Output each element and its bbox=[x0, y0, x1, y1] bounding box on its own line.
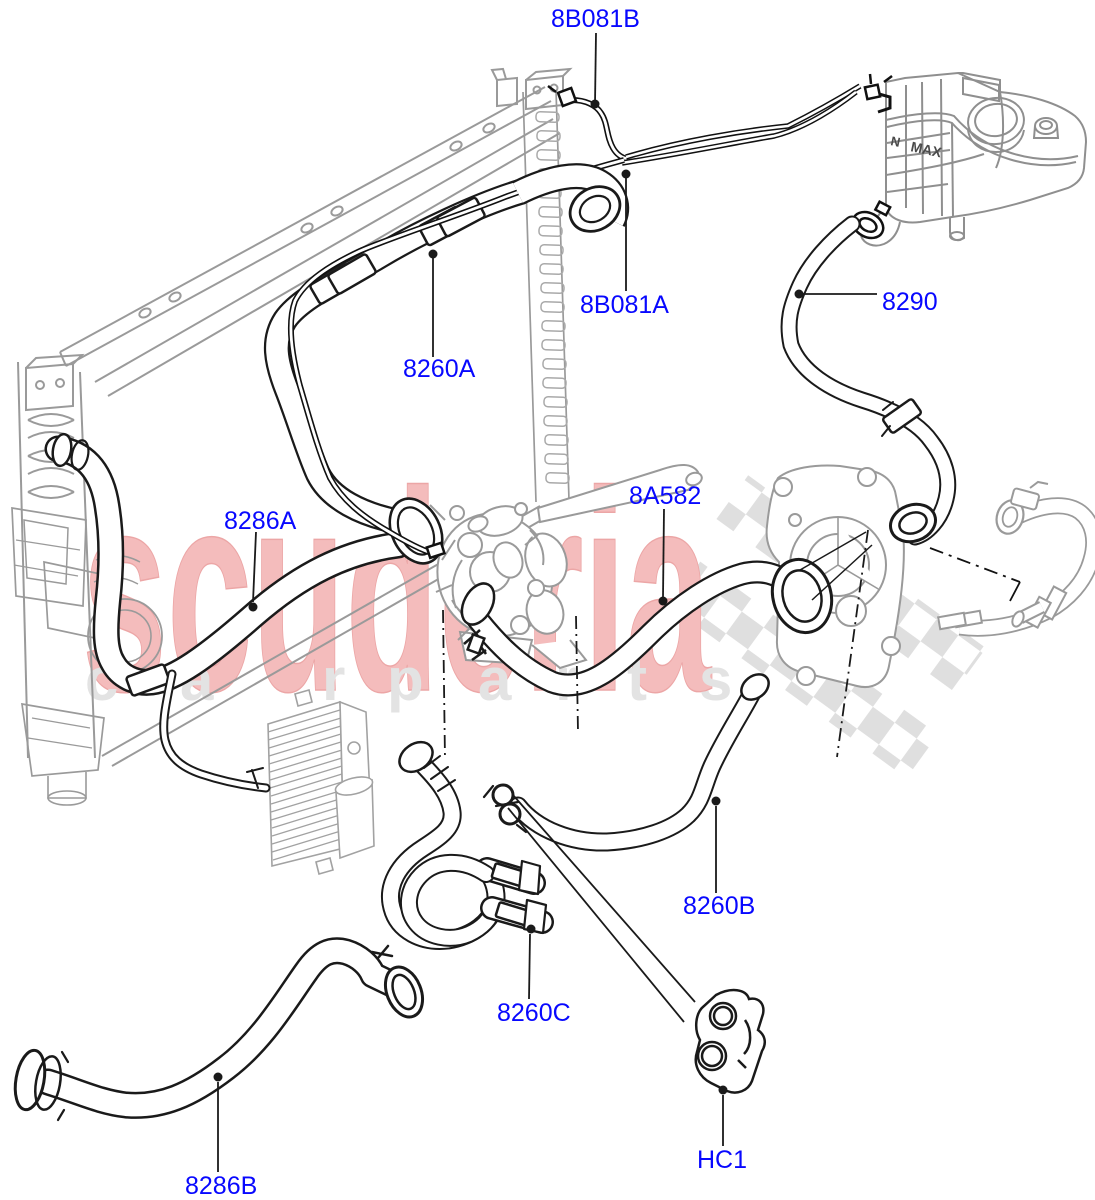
svg-text:8260B: 8260B bbox=[683, 892, 755, 920]
svg-text:8286A: 8286A bbox=[224, 507, 297, 535]
svg-text:N: N bbox=[889, 133, 901, 150]
svg-text:8290: 8290 bbox=[882, 288, 938, 316]
svg-text:8260A: 8260A bbox=[403, 355, 476, 383]
svg-text:HC1: HC1 bbox=[697, 1146, 747, 1174]
svg-text:r: r bbox=[322, 646, 345, 713]
svg-text:8286B: 8286B bbox=[185, 1172, 257, 1200]
svg-text:8A582: 8A582 bbox=[629, 482, 701, 510]
svg-text:8260C: 8260C bbox=[497, 999, 571, 1027]
svg-text:8B081B: 8B081B bbox=[551, 5, 640, 33]
svg-text:MAX: MAX bbox=[909, 138, 943, 160]
svg-text:8B081A: 8B081A bbox=[580, 291, 669, 319]
svg-text:p: p bbox=[387, 646, 424, 713]
svg-text:s: s bbox=[699, 646, 732, 713]
